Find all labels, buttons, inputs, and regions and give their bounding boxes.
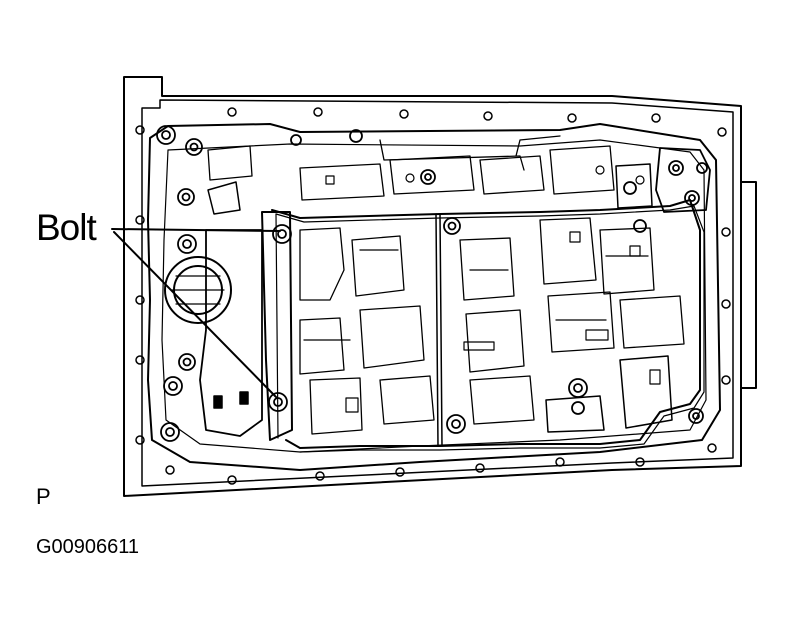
strainer-fitting [164,256,232,324]
wiring-harness [271,199,701,449]
case-outline [123,76,742,497]
callout-leaders [111,228,281,398]
valve-body-inner [161,139,707,453]
valve-passages [207,135,685,435]
figure-id: G00906611 [36,536,140,558]
case-inner-outline [141,99,734,487]
left-shift-rail [261,211,293,441]
flange-bolt-holes [135,107,731,485]
view-letter: P [36,484,51,509]
left-cover-plate [199,229,263,437]
case-side-tab [740,181,757,389]
bolt-callout-label: Bolt [36,207,97,248]
valve-body-outline [147,123,721,471]
solenoid-cluster [655,147,711,213]
detail-marks [325,165,661,413]
